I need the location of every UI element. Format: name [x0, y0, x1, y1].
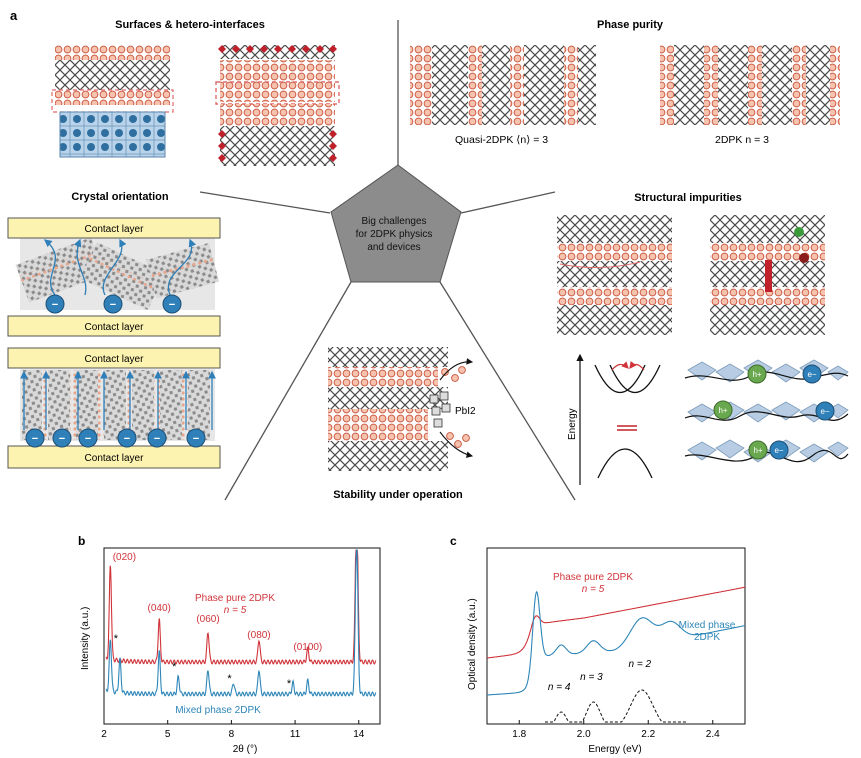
electron-label: e− [774, 446, 783, 455]
x-tick-label: 5 [165, 729, 171, 740]
contact-layer-label-1: Contact layer [85, 224, 145, 235]
x-tick-label: 2.2 [641, 729, 655, 740]
ion-sign: − [110, 299, 116, 311]
ion-sign: − [85, 433, 91, 445]
panel-b-red-label-1: Phase pure 2DPK [195, 593, 275, 604]
surfaces-left-schematic [51, 45, 174, 158]
pbi2-label: PbI2 [455, 406, 476, 417]
series-phase-pure-line [486, 586, 746, 659]
crystal-title: Crystal orientation [71, 191, 168, 203]
n-phase-label: n = 4 [548, 682, 571, 693]
ions-row-1 [45, 294, 182, 314]
phase-pure-label: 2DPK n = 3 [715, 134, 769, 146]
electron-label: e− [807, 370, 816, 379]
impurities-right-schematic [710, 215, 825, 335]
x-tick-label: 11 [290, 729, 301, 740]
ion-sign: − [124, 433, 130, 445]
ion-sign: − [59, 433, 65, 445]
peak-label: (0100) [293, 642, 322, 653]
panel-a-figure: a Big challenges for 2DPK physics and de… [7, 8, 849, 501]
center-text-3: and devices [367, 242, 420, 253]
x-tick-label: 14 [353, 729, 365, 740]
n-phase-label: n = 2 [629, 659, 652, 670]
contact-layer-label-4: Contact layer [85, 453, 145, 464]
panel-b-blue-label: Mixed phase 2DPK [175, 705, 261, 716]
panel-c-ylabel: Optical density (a.u.) [467, 598, 478, 690]
stability-title: Stability under operation [333, 489, 463, 501]
contact-layer-top-1 [7, 217, 221, 239]
panel-c-red-label-1: Phase pure 2DPK [553, 572, 633, 583]
panel-c-x-ticks: 1.8 2.0 2.2 2.4 [512, 720, 720, 740]
surfaces-title: Surfaces & hetero-interfaces [115, 19, 265, 31]
spoke-lines [199, 20, 576, 501]
ion-sign: − [154, 433, 160, 445]
panel-b-red-label-2: n = 5 [224, 605, 247, 616]
panel-a-letter: a [10, 8, 18, 23]
panel-c-letter: c [450, 534, 457, 548]
panel-b-peak-labels: (020) (040) (060) (080) (0100) [113, 552, 323, 653]
center-text-2: for 2DPK physics [356, 229, 433, 240]
series-n-phase-dashed [545, 689, 687, 723]
impurity-star: * [172, 661, 177, 673]
phase-title: Phase purity [597, 19, 664, 31]
peak-label: (040) [148, 603, 171, 614]
energy-label: Energy [567, 408, 578, 440]
panel-c-chart: c Optical density (a.u.) 1.8 2.0 2.2 2.4 En… [450, 534, 746, 755]
peak-label: (020) [113, 552, 136, 563]
impurities-title: Structural impurities [634, 192, 742, 204]
hole-label: h+ [753, 446, 762, 455]
series-phase-pure-line [105, 549, 377, 665]
panel-c-xlabel: Energy (eV) [588, 744, 641, 755]
hole-label: h+ [752, 370, 761, 379]
phase-quasi-schematic [410, 45, 596, 125]
panel-b-x-ticks: 2 5 8 11 14 [101, 720, 365, 740]
x-tick-label: 2.4 [706, 729, 720, 740]
polaron-schematic [684, 359, 849, 463]
series-mixed-phase-line [487, 590, 746, 696]
electron-label: e− [820, 407, 829, 416]
peak-label: (080) [247, 630, 270, 641]
n-phase-label: n = 3 [580, 672, 603, 683]
impurity-star: * [114, 633, 119, 645]
panel-c-axes [486, 547, 746, 725]
phase-pure-schematic [660, 45, 840, 125]
impurity-star: * [227, 673, 232, 685]
ion-sign: − [193, 433, 199, 445]
x-tick-label: 8 [229, 729, 235, 740]
crystal-aligned [20, 369, 216, 441]
panel-c-blue-label-2: 2DPK [694, 632, 720, 643]
x-tick-label: 2.0 [577, 729, 591, 740]
contact-layer-top-2 [7, 347, 221, 369]
ion-sign: − [169, 299, 175, 311]
panel-c-blue-label-1: Mixed phase [679, 620, 736, 631]
ion-sign: − [32, 433, 38, 445]
impurity-star: * [287, 678, 292, 690]
hole-label: h+ [718, 406, 727, 415]
contact-layer-bottom-2 [7, 445, 221, 469]
peak-label: (060) [196, 614, 219, 625]
panel-b-ylabel: Intensity (a.u.) [80, 607, 91, 670]
contact-layer-label-3: Contact layer [85, 354, 145, 365]
panel-c-n-labels: n = 4 n = 3 n = 2 [548, 659, 652, 693]
energy-diagram [576, 353, 661, 485]
center-pentagon [330, 164, 462, 283]
series-mixed-phase-line [105, 549, 377, 697]
center-text-1: Big challenges [361, 216, 426, 227]
panel-b-xlabel: 2θ (°) [233, 744, 258, 755]
x-tick-label: 2 [101, 729, 107, 740]
impurities-left-schematic [557, 215, 672, 335]
surfaces-right-schematic [215, 45, 340, 166]
phase-quasi-label: Quasi-2DPK ⟨n⟩ = 3 [455, 134, 548, 146]
ion-sign: − [52, 299, 58, 311]
stability-schematic [328, 347, 474, 471]
contact-layer-bottom-1 [7, 315, 221, 337]
panel-c-red-label-2: n = 5 [582, 584, 605, 595]
panel-b-axes [103, 547, 381, 725]
ions-row-2 [25, 428, 206, 448]
panel-b-letter: b [78, 534, 85, 548]
panel-b-impurity-stars: * * * * [114, 633, 292, 690]
x-tick-label: 1.8 [512, 729, 526, 740]
contact-layer-label-2: Contact layer [85, 322, 145, 333]
